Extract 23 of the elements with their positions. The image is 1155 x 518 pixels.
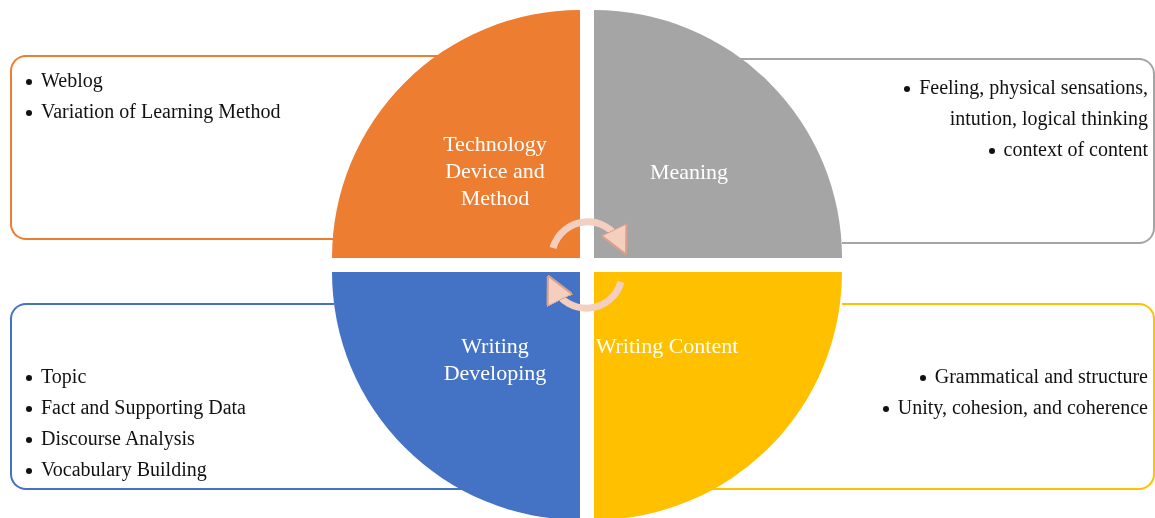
segment-label: Writing Developing: [442, 332, 548, 386]
cycle-arrow: [549, 218, 628, 256]
text-panel: [842, 303, 1155, 490]
quadrant-segment: [332, 272, 580, 518]
bullet-item: Fact and Supporting Data: [41, 396, 246, 418]
quadrant-segment: [594, 272, 842, 518]
bullet-item: Topic: [41, 365, 87, 387]
bullet-item: Grammatical and structure: [934, 365, 1148, 387]
segment-label: Writing Content: [594, 332, 740, 359]
text-panel: [842, 58, 1155, 244]
quadrant-segment: [332, 10, 580, 258]
text-panel: [10, 55, 335, 240]
bullet-item: Vocabulary Building: [41, 458, 207, 480]
text-panel: [10, 303, 334, 490]
bullet-item: Variation of Learning Method: [41, 100, 281, 122]
bullet-item: Unity, cohesion, and coherence: [897, 396, 1148, 418]
bullet-item: Weblog: [41, 69, 103, 91]
bullet-item: Discourse Analysis: [41, 427, 195, 449]
segment-label: Meaning: [648, 158, 730, 185]
quadrant-segment: [594, 10, 842, 258]
bullet-item: context of content: [1003, 138, 1148, 160]
cycle-arrow: [546, 274, 625, 312]
segment-label: Technology Device and Method: [442, 130, 548, 211]
